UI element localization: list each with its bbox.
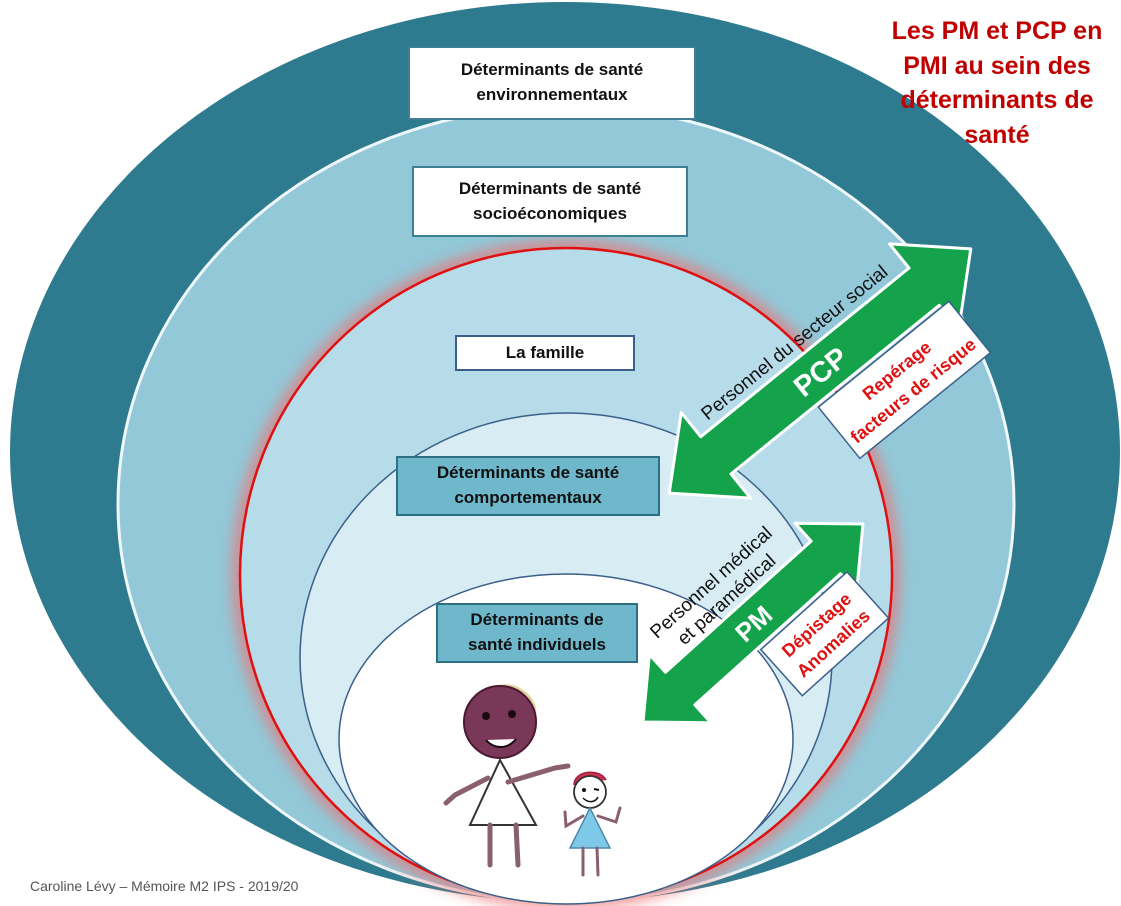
box-environmental: Déterminants de santé environnementaux [408, 46, 696, 120]
mother-figure [443, 684, 571, 868]
box-socioeconomic: Déterminants de santé socioéconomiques [412, 166, 688, 237]
title-line: déterminants de [900, 86, 1094, 114]
box-behavioral-line1: Déterminants de santé [436, 463, 620, 483]
footer-credit: Caroline Lévy – Mémoire M2 IPS - 2019/20 [30, 878, 299, 894]
box-individual-line1: Déterminants de [470, 610, 604, 630]
child-figure [563, 771, 622, 877]
box-environmental-line2: environnementaux [476, 85, 628, 104]
pm-note-box [759, 570, 890, 697]
box-socioeconomic-line1: Déterminants de santé [458, 178, 642, 198]
box-family-label: La famille [505, 342, 585, 362]
title-line: PMI au sein des [903, 51, 1091, 80]
box-behavioral: Déterminants de santé comportementaux [396, 456, 660, 516]
child-drawing-illustration [443, 684, 622, 877]
pcp-note-box [817, 300, 992, 460]
box-environmental-line1: Déterminants de santé [460, 60, 644, 80]
title-line: santé [964, 120, 1030, 149]
box-behavioral-line2: comportementaux [454, 488, 602, 507]
title-line: Les PM et PCP en [891, 17, 1103, 45]
box-individual: Déterminants de santé individuels [436, 603, 638, 663]
diagram-title: Les PM et PCP en PMI au sein des détermi… [878, 14, 1116, 152]
box-individual-line2: santé individuels [468, 635, 606, 654]
box-socioeconomic-line2: socioéconomiques [473, 203, 627, 223]
box-family: La famille [455, 335, 635, 371]
